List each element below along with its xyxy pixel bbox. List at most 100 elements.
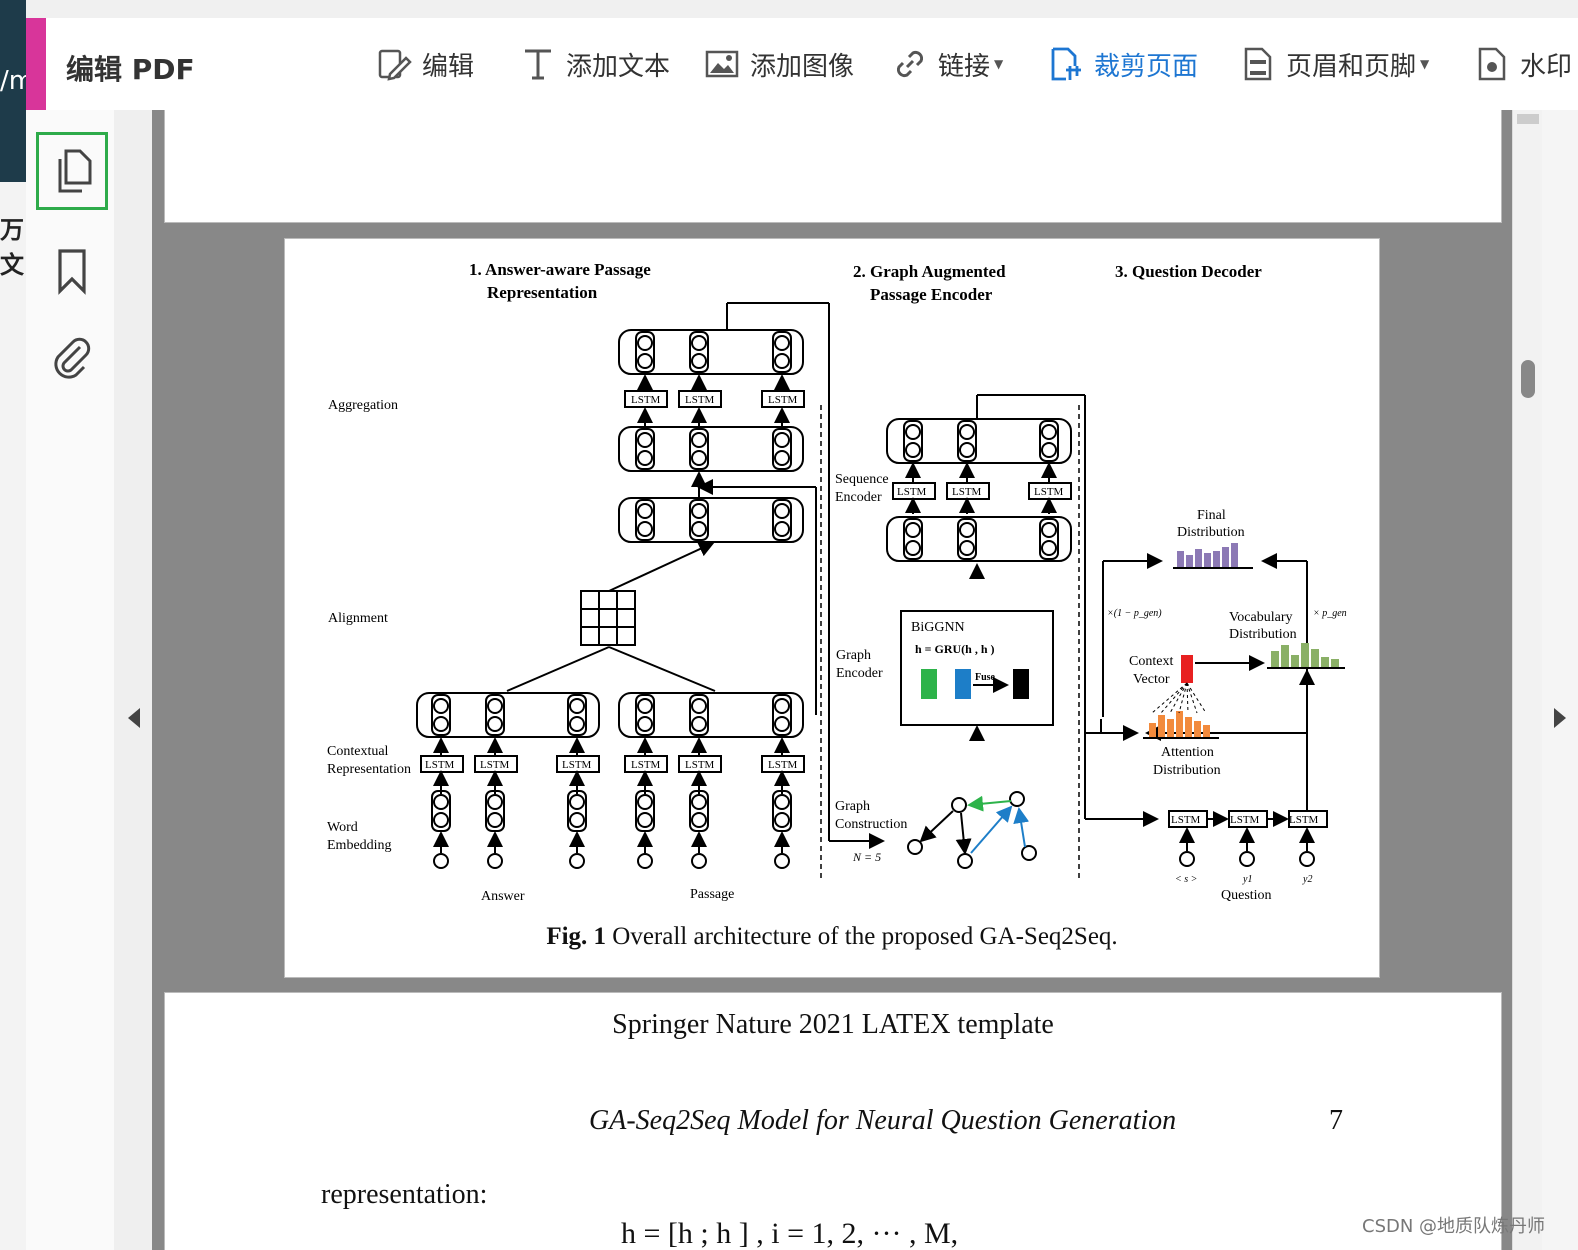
figure-caption: Fig. 1 Overall architecture of the propo…: [285, 923, 1379, 951]
lstm-label: LSTM: [1289, 814, 1319, 826]
input-token: [569, 853, 585, 869]
header-footer-button[interactable]: 页眉和页脚 ▼: [1240, 40, 1429, 88]
rnn-unit: [774, 450, 790, 466]
decoder-input: [1179, 851, 1195, 867]
attention-label: Attention: [1161, 745, 1214, 760]
embedding-label: Embedding: [327, 838, 392, 853]
rnn-unit: [569, 698, 585, 714]
hidden-state-row: [618, 426, 804, 472]
rnn-cell: [689, 331, 709, 373]
rnn-cell: [957, 518, 977, 560]
sequence-label: Sequence: [835, 472, 889, 487]
scrollbar-thumb[interactable]: [1521, 360, 1535, 398]
lstm-label: LSTM: [768, 759, 798, 771]
context-vector-label: Vector: [1133, 672, 1170, 687]
rnn-cell: [567, 790, 587, 832]
lstm-label: LSTM: [685, 394, 715, 406]
rnn-unit: [637, 716, 653, 732]
pages-panel-button[interactable]: [36, 132, 108, 210]
passage-label: Passage: [690, 887, 734, 902]
rnn-unit: [569, 812, 585, 828]
y1-label: y1: [1242, 874, 1252, 885]
input-token: [487, 853, 503, 869]
final-distribution-bar: [1231, 543, 1238, 567]
section-2-title: 2. Graph Augmented: [853, 262, 1006, 281]
add-text-button[interactable]: 添加文本: [520, 40, 670, 88]
attention-bar: [1167, 719, 1174, 737]
rnn-cell: [689, 790, 709, 832]
y2-label: y2: [1302, 874, 1312, 885]
arrow: [955, 812, 972, 855]
attention-bar: [1203, 725, 1210, 737]
lstm-label: LSTM: [952, 486, 982, 498]
watermark-button[interactable]: 水印: [1474, 40, 1572, 88]
background-window-edge: /m 万文: [0, 0, 27, 1250]
final-distribution-bar: [1204, 553, 1211, 567]
fuse-label: Fuse: [975, 672, 996, 683]
rnn-cell: [903, 518, 923, 560]
header-footer-icon: [1244, 47, 1272, 81]
rnn-unit: [959, 424, 975, 440]
graph-node: [957, 853, 973, 869]
rnn-cell: [431, 790, 451, 832]
edit-pdf-toolbar: 编辑 PDF 编辑 添加文本 添加图像 链接 ▼ 裁剪页面 页眉和页脚 ▼ 水印: [26, 18, 1578, 111]
vocab-distribution-bar: [1321, 657, 1329, 667]
rnn-cell: [485, 694, 505, 736]
construction-label: Construction: [835, 817, 907, 832]
attachments-panel-button[interactable]: [36, 320, 108, 398]
window-top-strip: [26, 0, 1578, 19]
rnn-unit: [637, 450, 653, 466]
next-page-arrow-icon[interactable]: [1554, 708, 1566, 728]
rnn-unit: [691, 432, 707, 448]
one-minus-pgen-label: ×(1 − p_gen): [1107, 608, 1162, 619]
lstm-label: LSTM: [480, 759, 510, 771]
rnn-cell: [1039, 518, 1059, 560]
rnn-unit: [487, 698, 503, 714]
watermark-icon: [1478, 47, 1506, 81]
rnn-cell: [1039, 420, 1059, 462]
hidden-state-row: [416, 692, 600, 738]
toolbar-title: 编辑 PDF: [66, 53, 195, 86]
vocab-distribution-bar: [1301, 643, 1309, 667]
lstm-label: LSTM: [768, 394, 798, 406]
graph-node: [907, 839, 923, 855]
fused-block: [1013, 669, 1029, 699]
rnn-unit: [1041, 522, 1057, 538]
rnn-unit: [637, 335, 653, 351]
rnn-cell: [635, 499, 655, 541]
rnn-unit: [691, 794, 707, 810]
rnn-unit: [637, 794, 653, 810]
vocab-distribution-bar: [1291, 655, 1299, 667]
rnn-unit: [433, 794, 449, 810]
lstm-labels: LSTM LSTM LSTM LSTM LSTM LSTM LSTM LSTM …: [425, 394, 1319, 826]
arrow: [1013, 807, 1030, 848]
figure-selection[interactable]: 1. Answer-aware Passage Representation 2…: [284, 238, 1380, 978]
link-button[interactable]: 链接 ▼: [892, 40, 1003, 88]
edit-button[interactable]: 编辑: [376, 40, 474, 88]
final-distribution-label: Distribution: [1177, 525, 1245, 540]
vocab-distribution-bar: [1311, 649, 1319, 667]
alignment-matrix: [580, 590, 636, 646]
watermark-text: CSDN @地质队炼丹师: [1362, 1216, 1546, 1237]
green-node-block: [921, 669, 937, 699]
text-icon: [525, 49, 551, 80]
alignment-label: Alignment: [328, 611, 388, 626]
page-section-title: GA-Seq2Seq Model for Neural Question Gen…: [589, 1105, 1177, 1136]
hidden-state-row: [618, 329, 804, 375]
right-rail: [1542, 110, 1578, 1250]
rnn-cell: [689, 694, 709, 736]
link-icon: [896, 50, 924, 78]
attention-bar: [1194, 721, 1201, 737]
attention-link: [1151, 682, 1188, 714]
rnn-unit: [487, 794, 503, 810]
vertical-scrollbar[interactable]: [1512, 110, 1543, 1250]
question-label: Question: [1221, 888, 1272, 903]
previous-page-arrow-icon[interactable]: [128, 708, 140, 728]
bookmarks-panel-button[interactable]: [36, 232, 108, 310]
attention-link: [1186, 682, 1189, 714]
document-canvas[interactable]: 1. Answer-aware Passage Representation 2…: [152, 110, 1512, 1250]
graph-label: Graph: [836, 648, 871, 663]
crop-page-button[interactable]: 裁剪页面: [1048, 40, 1198, 88]
rnn-unit: [487, 812, 503, 828]
add-image-button[interactable]: 添加图像: [704, 40, 854, 88]
